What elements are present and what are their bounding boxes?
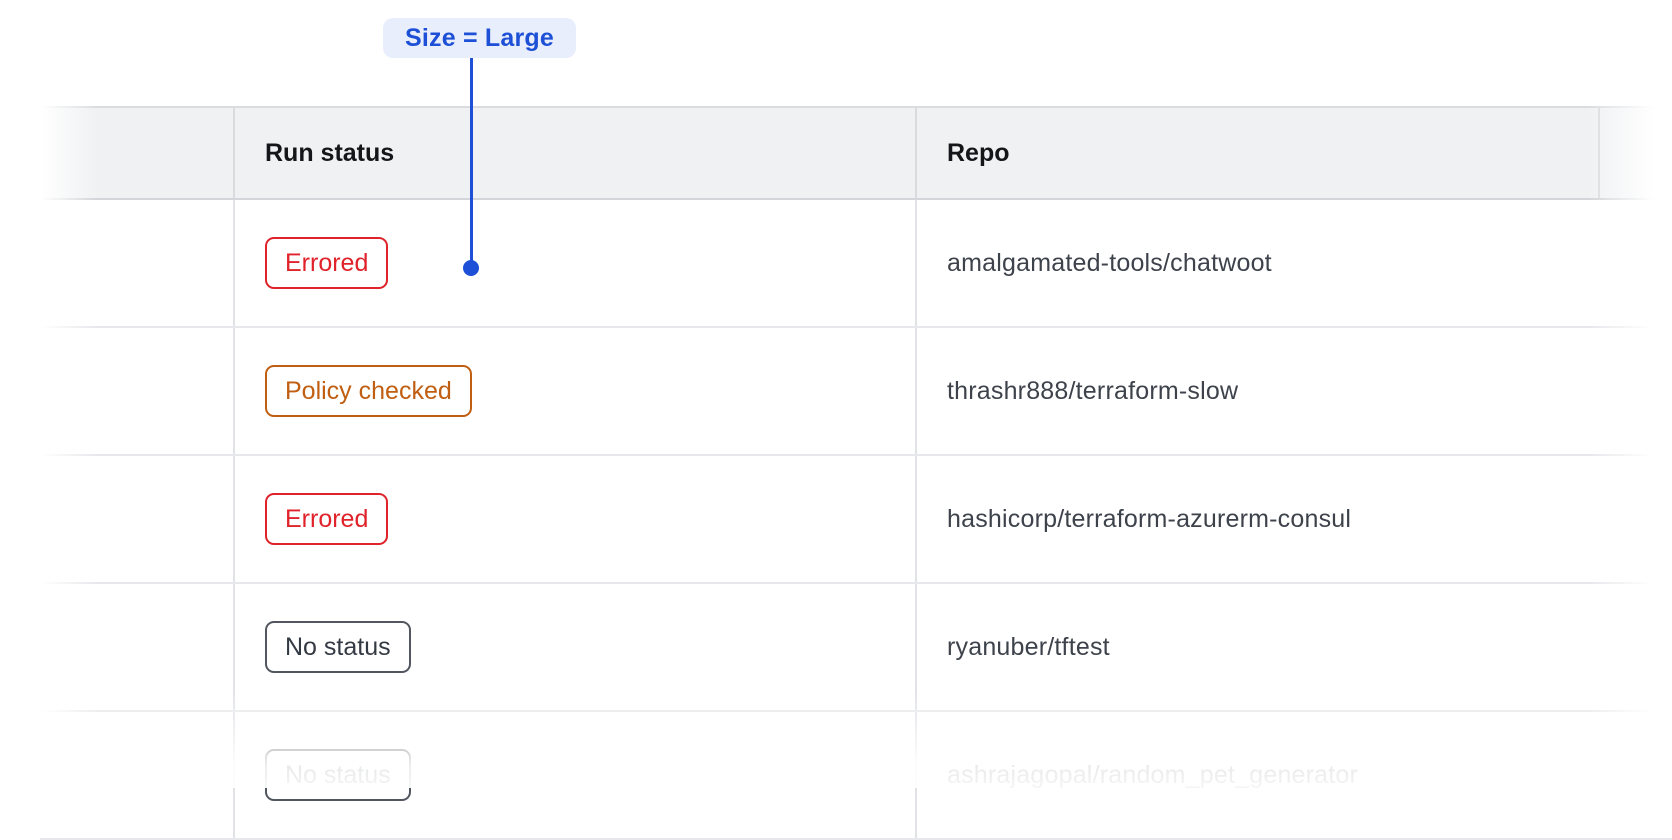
- row-cell-repo: ryanuber/tftest: [915, 584, 1598, 710]
- header-cell-empty: [40, 108, 233, 198]
- row-cell-run-status: Errored: [233, 200, 915, 326]
- row-cell-run-status: Policy checked: [233, 328, 915, 454]
- table-row[interactable]: Policy checked thrashr888/terraform-slow: [40, 328, 1672, 456]
- annotation-callout-line: [470, 58, 473, 262]
- row-cell-run-status: No status: [233, 712, 915, 838]
- size-large-annotation-label: Size = Large: [405, 23, 554, 52]
- row-cell-empty: [40, 328, 233, 454]
- status-badge: Errored: [265, 492, 389, 546]
- row-cell-trailing: [1598, 200, 1672, 326]
- row-cell-trailing: [1598, 328, 1672, 454]
- row-cell-trailing: [1598, 712, 1672, 838]
- repo-name: thrashr888/terraform-slow: [947, 376, 1239, 405]
- repo-column-label: Repo: [947, 138, 1010, 167]
- table-row[interactable]: Errored hashicorp/terraform-azurerm-cons…: [40, 456, 1672, 584]
- header-cell-repo: Repo: [915, 108, 1598, 198]
- row-cell-trailing: [1598, 584, 1672, 710]
- status-badge: Policy checked: [265, 364, 472, 418]
- table-row-faded[interactable]: No status ashrajagopal/random_pet_genera…: [40, 712, 1672, 840]
- table-row[interactable]: Errored amalgamated-tools/chatwoot: [40, 200, 1672, 328]
- status-badge: Errored: [265, 236, 389, 290]
- header-cell-trailing: [1598, 108, 1672, 198]
- size-large-annotation-pill: Size = Large: [383, 18, 576, 58]
- run-status-column-label: Run status: [265, 138, 395, 167]
- repo-name: amalgamated-tools/chatwoot: [947, 248, 1272, 277]
- row-cell-trailing: [1598, 456, 1672, 582]
- row-cell-empty: [40, 584, 233, 710]
- status-badge: No status: [265, 620, 411, 674]
- row-cell-run-status: No status: [233, 584, 915, 710]
- row-cell-empty: [40, 712, 233, 838]
- row-cell-repo: thrashr888/terraform-slow: [915, 328, 1598, 454]
- row-cell-run-status: Errored: [233, 456, 915, 582]
- table-row[interactable]: No status ryanuber/tftest: [40, 584, 1672, 712]
- row-cell-empty: [40, 200, 233, 326]
- row-cell-repo: ashrajagopal/random_pet_generator: [915, 712, 1598, 838]
- header-cell-run-status: Run status: [233, 108, 915, 198]
- row-cell-repo: hashicorp/terraform-azurerm-consul: [915, 456, 1598, 582]
- repo-name: ryanuber/tftest: [947, 632, 1110, 661]
- table-header-row: Run status Repo: [40, 106, 1672, 200]
- annotation-callout-dot: [463, 260, 479, 276]
- repo-name: ashrajagopal/random_pet_generator: [947, 760, 1359, 789]
- row-cell-empty: [40, 456, 233, 582]
- status-badge: No status: [265, 748, 411, 802]
- row-cell-repo: amalgamated-tools/chatwoot: [915, 200, 1598, 326]
- repo-name: hashicorp/terraform-azurerm-consul: [947, 504, 1352, 533]
- runs-table: Run status Repo Errored amalgamated-tool…: [40, 106, 1672, 840]
